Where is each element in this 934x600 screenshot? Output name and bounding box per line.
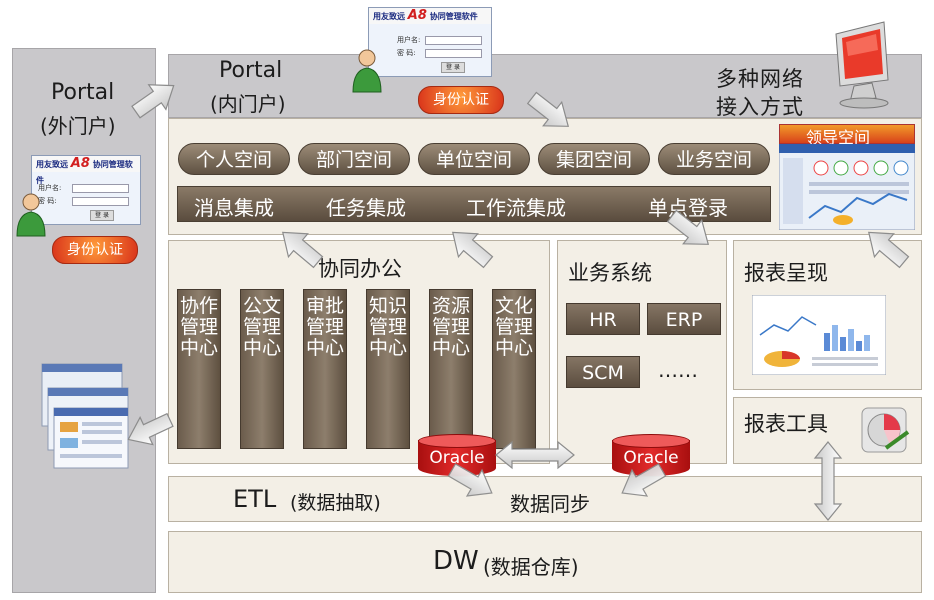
collab-office-title: 协同办公 bbox=[318, 257, 402, 281]
arrow-auth-to-group-space bbox=[522, 85, 579, 139]
report-pages-icon bbox=[41, 363, 129, 469]
arrow-sso-to-business bbox=[662, 203, 719, 257]
integration-sso[interactable]: 单点登录 bbox=[648, 196, 728, 220]
etl-band bbox=[168, 476, 922, 522]
user-figure-icon bbox=[352, 49, 382, 93]
etl-title: ETL bbox=[233, 485, 277, 513]
external-portal-subtitle: (外门户) bbox=[40, 114, 116, 138]
etl-subtitle: (数据抽取) bbox=[290, 492, 381, 514]
external-portal-panel bbox=[12, 48, 156, 593]
internal-portal-title: Portal bbox=[219, 58, 283, 83]
external-auth-badge[interactable]: 身份认证 bbox=[52, 236, 138, 264]
username-label: 用户名: bbox=[397, 36, 421, 44]
dw-subtitle: (数据仓库) bbox=[483, 555, 579, 579]
center-5[interactable]: 资源管理中心 bbox=[429, 289, 473, 449]
logo-mark: A8 bbox=[70, 156, 90, 171]
integration-workflow[interactable]: 工作流集成 bbox=[466, 196, 566, 220]
collab-office-panel bbox=[168, 240, 550, 464]
network-access-line2: 接入方式 bbox=[716, 95, 804, 119]
integration-task[interactable]: 任务集成 bbox=[326, 196, 406, 220]
report-chart-screenshot bbox=[752, 295, 886, 375]
arrow-tools-etl bbox=[814, 441, 842, 521]
center-2[interactable]: 公文管理中心 bbox=[240, 289, 284, 449]
arrow-collab-to-reports bbox=[121, 405, 177, 454]
space-group[interactable]: 集团空间 bbox=[538, 143, 650, 175]
arrow-external-to-internal bbox=[126, 72, 183, 125]
system-more: …… bbox=[658, 358, 698, 382]
report-display-title: 报表呈现 bbox=[744, 261, 828, 285]
username-label: 用户名: bbox=[38, 184, 62, 192]
arrow-oracle-right-to-etl bbox=[614, 456, 671, 507]
internal-portal-subtitle: (内门户) bbox=[210, 92, 286, 116]
arrow-collab-to-message bbox=[272, 220, 329, 275]
center-1[interactable]: 协作管理中心 bbox=[177, 289, 221, 449]
leader-space-label: 领导空间 bbox=[806, 128, 871, 147]
system-hr[interactable]: HR bbox=[566, 303, 640, 335]
login-header: 用友致远 A8 协同管理软件 bbox=[369, 8, 491, 24]
external-portal-title: Portal bbox=[51, 80, 115, 105]
logo-mark: A8 bbox=[407, 8, 427, 23]
business-systems-title: 业务系统 bbox=[568, 261, 652, 285]
arrow-oracle-sync bbox=[495, 441, 575, 469]
business-systems-panel bbox=[557, 240, 727, 464]
password-field[interactable] bbox=[425, 49, 482, 58]
arrow-report-to-leader bbox=[858, 220, 915, 275]
dw-title: DW bbox=[433, 546, 479, 576]
space-department[interactable]: 部门空间 bbox=[298, 143, 410, 175]
username-field[interactable] bbox=[425, 36, 482, 45]
system-scm[interactable]: SCM bbox=[566, 356, 640, 388]
login-button[interactable]: 登 录 bbox=[441, 62, 465, 73]
internal-login-window: 用友致远 A8 协同管理软件 用户名: 密 码: 登 录 bbox=[368, 7, 492, 77]
leader-dashboard-screenshot bbox=[779, 144, 915, 230]
space-business[interactable]: 业务空间 bbox=[658, 143, 770, 175]
report-tool-icon bbox=[861, 407, 910, 453]
login-button[interactable]: 登 录 bbox=[90, 210, 114, 221]
oracle-db-right: Oracle bbox=[612, 434, 690, 480]
monitor-icon bbox=[835, 21, 889, 109]
internal-auth-badge[interactable]: 身份认证 bbox=[418, 86, 504, 114]
center-6[interactable]: 文化管理中心 bbox=[492, 289, 536, 449]
data-sync-label: 数据同步 bbox=[510, 492, 590, 516]
username-field[interactable] bbox=[72, 184, 129, 193]
center-4[interactable]: 知识管理中心 bbox=[366, 289, 410, 449]
center-3[interactable]: 审批管理中心 bbox=[303, 289, 347, 449]
report-tools-title: 报表工具 bbox=[744, 412, 828, 436]
space-personal[interactable]: 个人空间 bbox=[178, 143, 290, 175]
password-field[interactable] bbox=[72, 197, 129, 206]
space-unit[interactable]: 单位空间 bbox=[418, 143, 530, 175]
arrow-collab-to-task bbox=[442, 220, 499, 275]
user-figure-icon bbox=[16, 193, 46, 237]
integration-message[interactable]: 消息集成 bbox=[194, 196, 274, 220]
dw-band bbox=[168, 531, 922, 593]
external-login-window: 用友致远 A8 协同管理软件 用户名: 密 码: 登 录 bbox=[31, 155, 141, 225]
login-header: 用友致远 A8 协同管理软件 bbox=[32, 156, 140, 185]
system-erp[interactable]: ERP bbox=[647, 303, 721, 335]
arrow-oracle-left-to-etl bbox=[443, 456, 500, 507]
password-label: 密 码: bbox=[38, 197, 57, 205]
network-access-line1: 多种网络 bbox=[716, 67, 804, 91]
password-label: 密 码: bbox=[397, 49, 416, 57]
